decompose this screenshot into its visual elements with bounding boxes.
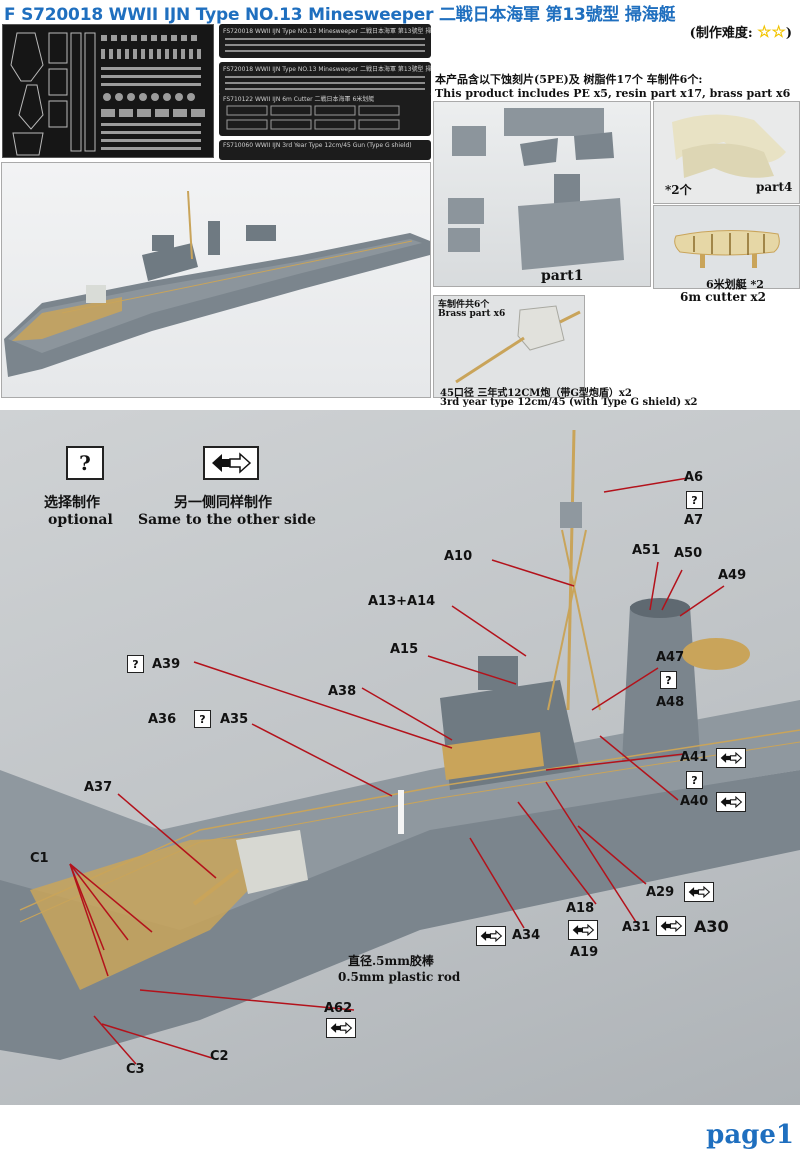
both-sides-legend-cn: 另一侧同样制作 (174, 495, 272, 511)
page-number: page1 (706, 1120, 794, 1150)
count-label: *2个 (665, 183, 692, 197)
optional-icon: ? (660, 671, 677, 689)
callout-a36: A36 (148, 712, 177, 727)
callout-a6: A6 (684, 470, 704, 485)
double-arrow-icon (660, 920, 683, 932)
both-sides-icon (656, 916, 686, 936)
callout-a30: A30 (694, 917, 729, 936)
product-contents-cn: 本产品含以下蚀刻片(5PE)及 树脂件17个 车制件6个: (435, 73, 703, 86)
pe-strip-image: FS720018 WWII IJN Type NO.13 Minesweeper… (219, 62, 431, 96)
main-assembly-photo (0, 410, 800, 1105)
callout-a35: A35 (220, 712, 249, 727)
gun-label-en: 3rd year type 12cm/45 (with Type G shiel… (440, 397, 698, 408)
callout-a50: A50 (674, 546, 703, 561)
both-sides-icon (476, 926, 506, 946)
double-arrow-icon (572, 924, 595, 936)
product-contents-en: This product includes PE x5, resin part … (435, 87, 791, 100)
optional-legend-en: optional (48, 512, 113, 528)
both-sides-icon (568, 920, 598, 940)
plastic-rod-note-en: 0.5mm plastic rod (338, 970, 461, 984)
difficulty-rating: (制作难度: ☆☆) (690, 22, 792, 41)
callout-a10: A10 (444, 549, 473, 564)
both-sides-icon (716, 792, 746, 812)
both-sides-icon (684, 882, 714, 902)
product-contents: 本产品含以下蚀刻片(5PE)及 树脂件17个 车制件6个: This produ… (435, 73, 790, 101)
callout-a7: A7 (684, 513, 704, 528)
callout-a38: A38 (328, 684, 357, 699)
pe-strip-label: FS720018 WWII IJN Type NO.13 Minesweeper… (223, 66, 431, 73)
pe-strip-image: FS720018 WWII IJN Type NO.13 Minesweeper… (219, 24, 431, 58)
star-icon: ☆ (771, 22, 786, 41)
callout-a15: A15 (390, 642, 419, 657)
optional-legend-icon: ? (66, 446, 104, 480)
pe-strip-label: FS720018 WWII IJN Type NO.13 Minesweeper… (223, 28, 431, 35)
callout-a51: A51 (632, 543, 661, 558)
callout-a31: A31 (622, 920, 651, 935)
callout-a41: A41 (680, 750, 709, 765)
optional-legend-cn: 选择制作 (44, 495, 100, 511)
resin-parts-photo (433, 101, 651, 287)
callout-a48: A48 (656, 695, 685, 710)
brass-gun-photo (433, 295, 585, 398)
callout-a29: A29 (646, 885, 675, 900)
cutter-label-en: 6m cutter x2 (680, 290, 766, 304)
callout-a18: A18 (566, 901, 595, 916)
brass-count-cn: 车制件共6个 (438, 300, 490, 310)
optional-icon: ? (686, 491, 703, 509)
resin-part4-photo (653, 101, 800, 204)
double-arrow-icon (720, 796, 743, 808)
cutter-label-cn: 6米划艇 *2 (706, 278, 764, 291)
difficulty-close: ) (785, 26, 792, 41)
callout-a47: A47 (656, 650, 685, 665)
part4-label: part4 (756, 180, 793, 194)
callout-a19: A19 (570, 945, 599, 960)
double-arrow-icon (212, 452, 252, 474)
part1-label: part1 (541, 268, 584, 284)
both-sides-icon (326, 1018, 356, 1038)
callout-a34: A34 (512, 928, 541, 943)
callout-a49: A49 (718, 568, 747, 583)
callout-a39: A39 (152, 657, 181, 672)
double-arrow-icon (480, 930, 503, 942)
double-arrow-icon (720, 752, 743, 764)
callout-a37: A37 (84, 780, 113, 795)
both-sides-legend-icon (203, 446, 259, 480)
both-sides-legend-en: Same to the other side (138, 512, 316, 528)
callout-a62: A62 (324, 1001, 353, 1016)
assembled-ship-photo (1, 162, 431, 398)
brass-count-en: Brass part x6 (438, 309, 506, 319)
double-arrow-icon (330, 1022, 353, 1034)
callout-c3: C3 (126, 1062, 145, 1077)
optional-icon: ? (194, 710, 211, 728)
difficulty-label: (制作难度: (689, 26, 753, 41)
gun-label-cn: 45口径 三年式12CM炮（带G型炮盾）x2 (440, 388, 632, 399)
callout-a40: A40 (680, 794, 709, 809)
callout-c2: C2 (210, 1049, 229, 1064)
callout-a13-a14: A13+A14 (368, 594, 436, 609)
double-arrow-icon (688, 886, 711, 898)
optional-icon: ? (127, 655, 144, 673)
both-sides-icon (716, 748, 746, 768)
cutter-photo (653, 205, 800, 289)
star-icon: ☆ (757, 22, 772, 41)
optional-icon: ? (686, 771, 703, 789)
pe-strip-image: FS710122 WWII IJN 6m Cutter 二戦日本海軍 6米划艇 (219, 92, 431, 136)
pe-strip-image: FS710060 WWII IJN 3rd Year Type 12cm/45 … (219, 140, 431, 160)
pe-strip-label: FS710122 WWII IJN 6m Cutter 二戦日本海軍 6米划艇 (223, 96, 375, 103)
page-title: F S720018 WWII IJN Type NO.13 Minesweepe… (4, 5, 676, 25)
pe-strip-label: FS710060 WWII IJN 3rd Year Type 12cm/45 … (223, 142, 412, 149)
pe-sheet-image (2, 24, 214, 158)
plastic-rod-note-cn: 直径.5mm胶棒 (348, 954, 434, 968)
callout-c1: C1 (30, 851, 49, 866)
